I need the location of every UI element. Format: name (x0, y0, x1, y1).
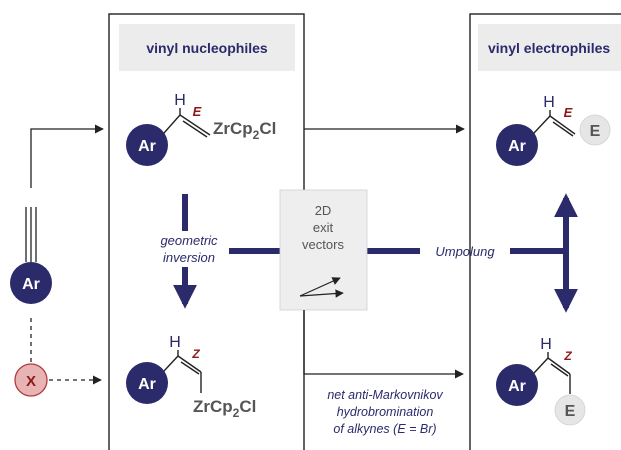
z-elec-ar-circle (496, 364, 538, 406)
e-elec-e-label: E (590, 123, 601, 140)
z-elec-h-label: H (540, 336, 552, 353)
x-circle (14, 363, 48, 397)
z-elec-e-circle (554, 394, 586, 426)
e-nuc-ar-circle (126, 124, 168, 166)
net-label-line1: net anti-Markovnikov (327, 388, 443, 402)
left-header-box (119, 24, 295, 71)
umpolung-label: Umpolung (435, 244, 495, 259)
e-elec-e-circle (579, 114, 611, 146)
z-nuc-z-config: Z (191, 347, 200, 361)
geometric-label-line1: geometric (160, 233, 218, 248)
geometric-label-bg (148, 231, 228, 267)
e-nuc-bonds (163, 108, 211, 138)
alkyne-to-e-nucleophile-arrow (30, 124, 104, 188)
alkyne-ar-circle (10, 262, 52, 304)
e-elec-bonds (533, 110, 576, 137)
exit-vectors-line2: exit (313, 220, 334, 235)
right-panel (469, 13, 621, 450)
exit-vectors-line1: 2D (315, 203, 332, 218)
exit-vectors-line3: vectors (302, 237, 344, 252)
e-nuc-ar-label: Ar (138, 138, 156, 155)
e-elec-e-config: E (564, 105, 573, 120)
z-elec-e-label: E (565, 403, 576, 420)
e-elec-ar-circle (496, 124, 538, 166)
z-nuc-ar-label: Ar (138, 376, 156, 393)
exit-vectors-icon (299, 277, 344, 298)
e-nuc-zr-label: ZrCp2Cl (213, 119, 276, 142)
z-nuc-ar-circle (126, 362, 168, 404)
x-label: X (26, 373, 36, 390)
right-header-title: vinyl electrophiles (488, 40, 610, 56)
z-nuc-zr-label: ZrCp2Cl (193, 397, 256, 420)
z-nuc-bonds (163, 350, 202, 393)
alkyne-triple-bond (25, 207, 37, 262)
geometric-label-line2: inversion (163, 250, 215, 265)
e-elec-h-label: H (543, 94, 555, 111)
right-header-box (478, 24, 621, 71)
z-elec-ar-label: Ar (508, 378, 526, 395)
z-elec-bonds (533, 352, 571, 394)
exit-vectors-box (279, 189, 368, 311)
e-elec-ar-label: Ar (508, 138, 526, 155)
net-label-line2: hydrobromination (337, 405, 434, 419)
alkyne-ar-label: Ar (22, 276, 40, 293)
e-nuc-h-label: H (174, 92, 186, 109)
net-label-line3: of alkynes (E = Br) (333, 422, 436, 436)
center-to-z-elec-arrow (303, 310, 464, 379)
z-elec-z-config: Z (563, 349, 572, 363)
z-nuc-h-label: H (169, 334, 181, 351)
e-nuc-e-config: E (193, 104, 202, 119)
left-header-title: vinyl nucleophiles (146, 40, 268, 56)
